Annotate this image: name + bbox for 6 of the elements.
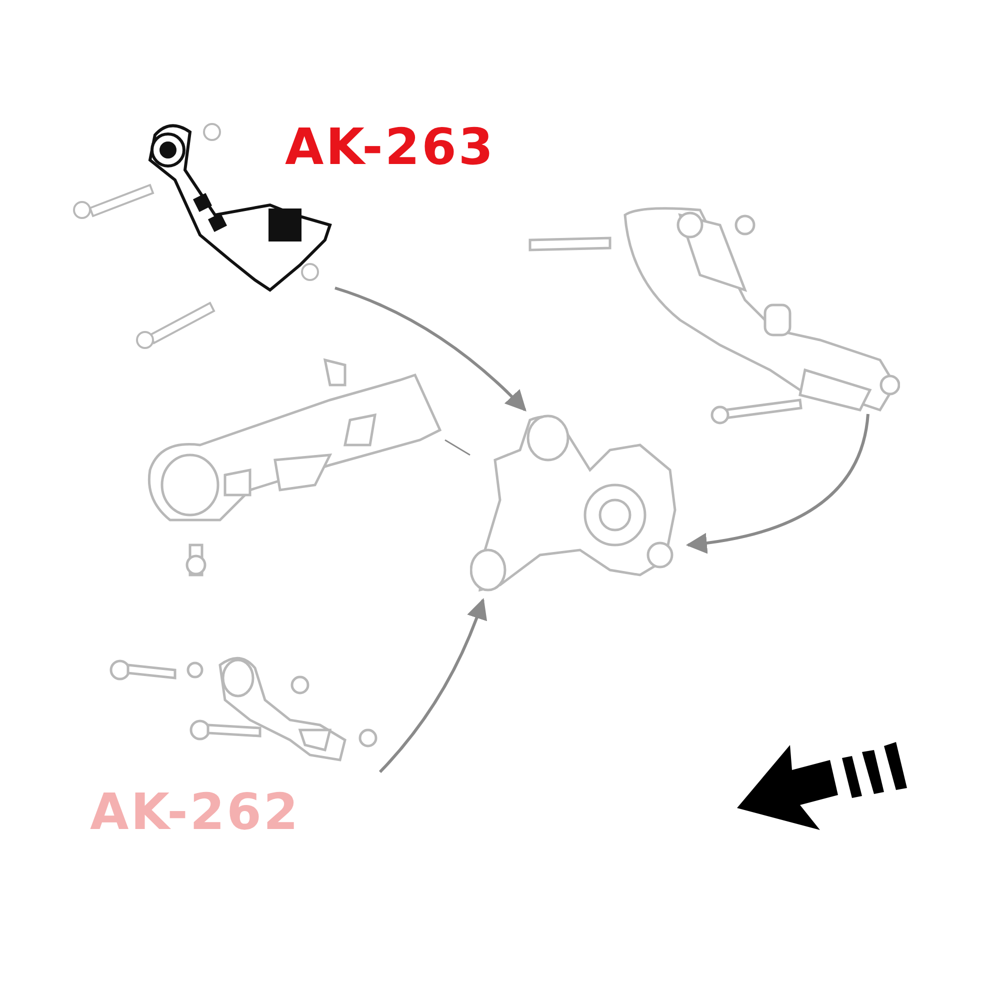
assembly-line	[444, 439, 470, 456]
part-number: AK-263	[285, 122, 496, 172]
curved-arrow	[334, 286, 526, 412]
curved-arrow	[378, 598, 487, 774]
curved-arrow	[686, 414, 870, 554]
part-number: AK-262	[90, 787, 300, 837]
